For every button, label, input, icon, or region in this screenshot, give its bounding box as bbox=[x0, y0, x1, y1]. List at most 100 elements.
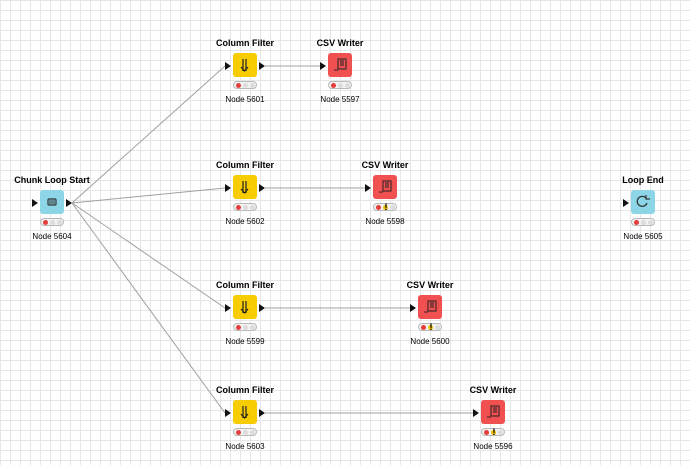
status-lights bbox=[373, 203, 397, 211]
status-light-red bbox=[236, 325, 241, 330]
column-filter-icon[interactable] bbox=[233, 53, 257, 77]
node-title: Column Filter bbox=[216, 385, 274, 395]
node-chunk-loop-start[interactable]: Chunk Loop Start Node 5604 bbox=[14, 175, 90, 255]
status-light-off bbox=[243, 430, 248, 435]
node-column-filter[interactable]: Column Filter Node 5603 bbox=[210, 385, 280, 465]
node-title: Loop End bbox=[622, 175, 664, 185]
column-filter-icon[interactable] bbox=[233, 295, 257, 319]
status-lights bbox=[40, 218, 64, 226]
node-csv-writer[interactable]: CSV Writer Node 5597 bbox=[305, 38, 375, 118]
node-column-filter[interactable]: Column Filter Node 5601 bbox=[210, 38, 280, 118]
input-port[interactable] bbox=[410, 304, 416, 312]
input-port[interactable] bbox=[320, 62, 326, 70]
input-port[interactable] bbox=[32, 199, 38, 207]
input-port[interactable] bbox=[365, 184, 371, 192]
node-csv-writer[interactable]: CSV Writer ! Node 5598 bbox=[350, 160, 420, 240]
output-port[interactable] bbox=[259, 62, 265, 70]
node-csv-writer[interactable]: CSV Writer ! Node 5596 bbox=[458, 385, 528, 465]
loop-start-icon[interactable] bbox=[40, 190, 64, 214]
input-port[interactable] bbox=[225, 184, 231, 192]
status-light-off bbox=[250, 205, 255, 210]
status-light-off bbox=[250, 83, 255, 88]
status-light-red bbox=[331, 83, 336, 88]
status-light-off bbox=[641, 220, 646, 225]
output-port[interactable] bbox=[259, 304, 265, 312]
status-light-off bbox=[345, 83, 350, 88]
input-port[interactable] bbox=[473, 409, 479, 417]
csv-writer-icon[interactable] bbox=[481, 400, 505, 424]
status-light-off bbox=[57, 220, 62, 225]
status-light-off bbox=[435, 325, 440, 330]
output-port[interactable] bbox=[259, 184, 265, 192]
status-lights bbox=[233, 81, 257, 89]
status-light-off bbox=[243, 205, 248, 210]
connection-line[interactable] bbox=[71, 187, 226, 204]
csv-writer-icon[interactable] bbox=[418, 295, 442, 319]
status-light-red bbox=[421, 325, 426, 330]
status-lights bbox=[631, 218, 655, 226]
column-filter-icon[interactable] bbox=[233, 400, 257, 424]
csv-writer-icon[interactable] bbox=[373, 175, 397, 199]
status-light-off bbox=[338, 83, 343, 88]
connection-line[interactable] bbox=[71, 202, 226, 309]
warning-icon: ! bbox=[429, 322, 433, 332]
status-light-red bbox=[236, 205, 241, 210]
input-port[interactable] bbox=[225, 409, 231, 417]
csv-writer-icon[interactable] bbox=[328, 53, 352, 77]
node-label[interactable]: Node 5600 bbox=[410, 337, 450, 346]
status-light-yellow bbox=[428, 325, 433, 330]
status-light-off bbox=[250, 325, 255, 330]
status-lights bbox=[328, 81, 352, 89]
status-light-red bbox=[484, 430, 489, 435]
input-port[interactable] bbox=[225, 62, 231, 70]
node-title: Column Filter bbox=[216, 160, 274, 170]
node-title: Column Filter bbox=[216, 38, 274, 48]
warning-icon: ! bbox=[492, 427, 496, 437]
status-lights bbox=[233, 323, 257, 331]
node-label[interactable]: Node 5603 bbox=[225, 442, 265, 451]
node-column-filter[interactable]: Column Filter Node 5599 bbox=[210, 280, 280, 360]
output-port[interactable] bbox=[66, 199, 72, 207]
node-label[interactable]: Node 5599 bbox=[225, 337, 265, 346]
status-lights bbox=[481, 428, 505, 436]
node-title: CSV Writer bbox=[469, 385, 517, 395]
status-lights bbox=[233, 428, 257, 436]
node-label[interactable]: Node 5601 bbox=[225, 95, 265, 104]
status-light-off bbox=[390, 205, 395, 210]
node-title: CSV Writer bbox=[361, 160, 409, 170]
status-light-off bbox=[498, 430, 503, 435]
status-lights bbox=[418, 323, 442, 331]
status-light-red bbox=[634, 220, 639, 225]
node-label[interactable]: Node 5598 bbox=[365, 217, 405, 226]
status-light-off bbox=[243, 325, 248, 330]
node-title: CSV Writer bbox=[406, 280, 454, 290]
node-title: CSV Writer bbox=[316, 38, 364, 48]
input-port[interactable] bbox=[623, 199, 629, 207]
node-label[interactable]: Node 5604 bbox=[32, 232, 72, 241]
loop-end-icon[interactable] bbox=[631, 190, 655, 214]
status-light-off bbox=[243, 83, 248, 88]
status-light-red bbox=[43, 220, 48, 225]
output-port[interactable] bbox=[259, 409, 265, 417]
column-filter-icon[interactable] bbox=[233, 175, 257, 199]
node-label[interactable]: Node 5602 bbox=[225, 217, 265, 226]
input-port[interactable] bbox=[225, 304, 231, 312]
node-title: Column Filter bbox=[216, 280, 274, 290]
node-title: Chunk Loop Start bbox=[14, 175, 90, 185]
status-light-yellow bbox=[491, 430, 496, 435]
status-light-yellow bbox=[383, 205, 388, 210]
node-column-filter[interactable]: Column Filter Node 5602 bbox=[210, 160, 280, 240]
status-light-off bbox=[50, 220, 55, 225]
status-light-off bbox=[250, 430, 255, 435]
node-loop-end[interactable]: Loop End Node 5605 bbox=[608, 175, 678, 255]
connection-line[interactable] bbox=[71, 65, 226, 204]
node-label[interactable]: Node 5605 bbox=[623, 232, 663, 241]
warning-icon: ! bbox=[384, 202, 388, 212]
node-label[interactable]: Node 5597 bbox=[320, 95, 360, 104]
status-light-red bbox=[236, 83, 241, 88]
node-label[interactable]: Node 5596 bbox=[473, 442, 513, 451]
node-csv-writer[interactable]: CSV Writer ! Node 5600 bbox=[395, 280, 465, 360]
connection-line[interactable] bbox=[71, 202, 226, 414]
